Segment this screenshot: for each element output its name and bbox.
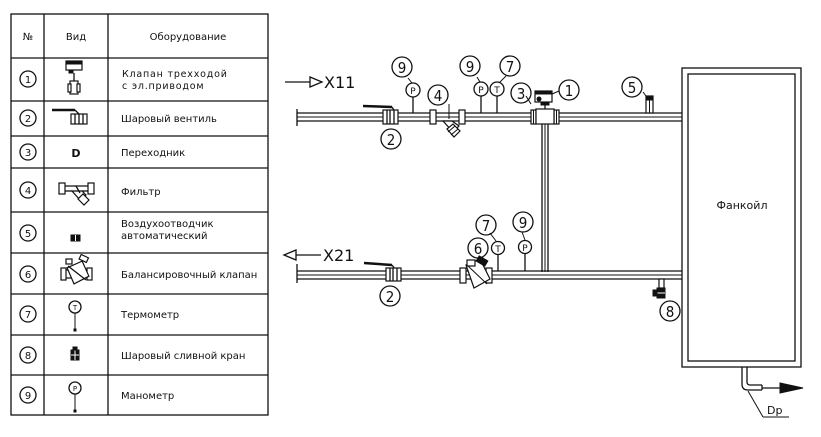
- row-label: Шаровый сливной кран: [121, 351, 245, 362]
- return-thermometer: T: [489, 232, 506, 271]
- ball-valve-icon: [52, 108, 88, 125]
- callout-circle: [621, 76, 643, 98]
- row-label: Клапан трехходой: [122, 69, 228, 80]
- callout-supply-manometer-1: 9: [398, 59, 407, 77]
- row-number: 6: [25, 270, 31, 281]
- return-arrow: [282, 249, 321, 261]
- return-manometer: P: [517, 231, 533, 271]
- row-label: Манометр: [121, 391, 174, 402]
- row-label: автоматический: [121, 231, 208, 242]
- callout-circle: [391, 56, 413, 78]
- three-way-valve: [534, 90, 560, 125]
- svg-text:T: T: [494, 245, 501, 255]
- legend-table: № Вид Оборудование 1 2 3 4 5 6 7 8 9 Кла…: [10, 13, 269, 416]
- drain-pipe: [741, 367, 804, 418]
- row-label: Термометр: [120, 310, 179, 321]
- supply-arrow: [285, 76, 324, 88]
- drain-label: Dр: [767, 404, 782, 417]
- callout-circle: [380, 128, 402, 150]
- drain-ball-valve-icon: [70, 346, 80, 361]
- row-number: 2: [25, 114, 31, 125]
- callout-return-thermometer: 7: [482, 217, 491, 235]
- row-label: с эл.приводом: [122, 81, 204, 92]
- fancoil-label: Фанкойл: [717, 199, 768, 212]
- callout-balancing-valve: 6: [474, 240, 483, 258]
- svg-text:P: P: [73, 385, 77, 393]
- row-number: 3: [25, 148, 31, 159]
- row-number: 7: [25, 310, 31, 321]
- supply-manometer-2: P: [473, 76, 489, 113]
- supply-label: X11: [324, 73, 355, 92]
- supply-thermometer: T: [489, 75, 507, 113]
- balancing-valve: [459, 255, 493, 289]
- bypass-riser: [541, 121, 549, 272]
- callout-return-ball-valve: 2: [386, 288, 395, 306]
- row-number: 5: [25, 229, 31, 240]
- callout-circle: [467, 237, 489, 259]
- callout-supply-thermometer: 7: [506, 58, 515, 76]
- balancing-valve-icon: [60, 253, 93, 285]
- supply-manometer-1: P: [405, 77, 421, 113]
- callout-circle: [558, 79, 580, 101]
- fancoil-unit: [681, 67, 802, 368]
- callout-supply-ball-valve: 2: [387, 131, 396, 149]
- three-way-valve-actuator-icon: [65, 60, 83, 95]
- header-equipment: Оборудование: [150, 32, 227, 43]
- row-label: Балансировочный клапан: [121, 270, 257, 281]
- callout-supply-manometer-2: 9: [466, 58, 475, 76]
- row-numbers: 1 2 3 4 5 6 7 8 9: [19, 70, 37, 404]
- row-number: 4: [25, 186, 31, 197]
- callout-circle: [510, 82, 532, 104]
- header-view: Вид: [66, 32, 86, 43]
- svg-text:P: P: [410, 87, 416, 97]
- callout-circle: [475, 214, 497, 236]
- callout-return-manometer: 9: [519, 214, 528, 232]
- row-label: Переходник: [121, 148, 185, 159]
- row-label: Шаровый вентиль: [121, 114, 217, 125]
- manometer-icon: P: [68, 381, 82, 413]
- return-label: X21: [323, 246, 354, 265]
- return-ball-valve: [363, 261, 402, 282]
- row-label: Фильтр: [121, 187, 161, 198]
- callout-circle: [499, 55, 521, 77]
- supply-pipe: [296, 109, 682, 126]
- row-label: Воздухоотводчик: [121, 219, 213, 230]
- row-number: 1: [25, 75, 31, 86]
- drain-valve: [652, 278, 666, 299]
- thermometer-icon: T: [68, 300, 82, 332]
- piping-schematic: X11 X21: [282, 55, 804, 418]
- callout-circle: [427, 84, 449, 106]
- row-number: 9: [25, 391, 31, 402]
- callout-air-vent: 5: [628, 79, 637, 97]
- supply-ball-valve: [362, 104, 399, 125]
- callout-drain-valve: 8: [666, 303, 675, 321]
- callout-supply-filter: 4: [434, 87, 443, 105]
- callout-circle: [379, 285, 401, 307]
- svg-text:T: T: [72, 304, 78, 312]
- svg-text:T: T: [493, 86, 500, 96]
- filter-icon: [58, 182, 95, 206]
- callout-adapter: 3: [517, 85, 526, 103]
- row-number: 8: [25, 351, 31, 362]
- callout-circle: [659, 300, 681, 322]
- adapter-icon: D: [71, 147, 80, 160]
- air-vent: [642, 91, 654, 114]
- supply-filter: [429, 104, 466, 138]
- svg-text:P: P: [478, 86, 484, 96]
- callout-circle: [512, 211, 534, 233]
- callout-circle: [459, 55, 481, 77]
- svg-text:P: P: [522, 244, 528, 254]
- header-num: №: [23, 32, 33, 43]
- legend-table-border: [10, 13, 269, 416]
- callout-three-way-valve: 1: [565, 82, 574, 100]
- air-vent-icon: [70, 234, 81, 242]
